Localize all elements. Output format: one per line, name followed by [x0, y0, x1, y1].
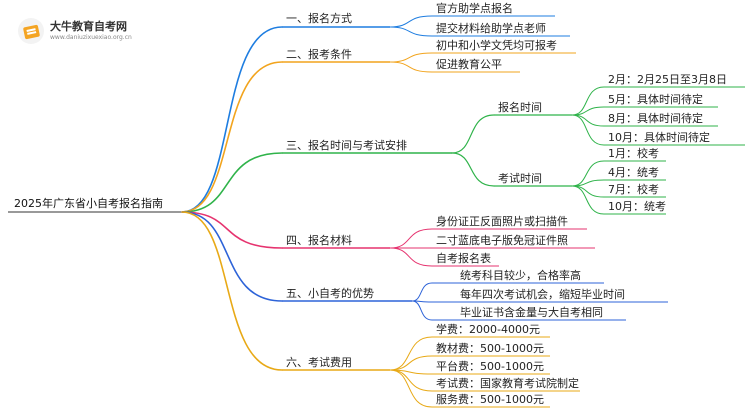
- branch-6-label: 六、考试费用: [286, 356, 352, 369]
- branch-2-item-2: 促进教育公平: [436, 58, 502, 71]
- branch-2-item-2-connector: [389, 61, 433, 73]
- branch-1-label: 一、报名方式: [286, 12, 352, 25]
- root-topic: 2025年广东省小自考报名指南: [14, 197, 163, 210]
- branch-4-item-3-connector: [389, 247, 433, 267]
- logo-badge: [18, 18, 44, 44]
- branch-6-item-2: 教材费：500-1000元: [436, 342, 544, 355]
- branch-3-sub-2-item-3-connector: [571, 185, 605, 198]
- branch-6-item-2-connector: [389, 355, 433, 371]
- branch-1-item-1-connector: [389, 15, 433, 28]
- branch-4-label: 四、报名材料: [286, 234, 352, 247]
- branch-6-connector: [181, 211, 283, 371]
- branch-3-sub-2-item-4: 10月：统考: [608, 200, 666, 213]
- branch-5-item-1-connector: [411, 282, 433, 302]
- branch-3-sub-2-item-4-connector: [571, 185, 605, 215]
- branch-3-sub-1-item-1: 2月：2月25日至3月8日: [608, 73, 727, 86]
- site-logo[interactable]: 大牛教育自考网 www.daniuzixuexiao.org.cn: [18, 16, 138, 48]
- branch-3-sub-1-item-1-connector: [571, 86, 605, 116]
- branch-1-item-1: 官方助学点报名: [436, 2, 513, 15]
- branch-5-item-3-connector: [411, 300, 433, 321]
- logo-title: 大牛教育自考网: [50, 20, 127, 33]
- branch-2-connector: [181, 61, 283, 213]
- branch-6-item-1: 学费：2000-4000元: [436, 323, 540, 336]
- branch-5-label: 五、小自考的优势: [286, 287, 374, 300]
- branch-5-item-3: 毕业证书含金量与大自考相同: [460, 306, 603, 319]
- branch-3-sub-1-connector: [451, 114, 495, 154]
- branch-1-connector: [181, 26, 283, 213]
- branch-3-sub-2-item-3: 7月：校考: [608, 183, 659, 196]
- branch-6-item-5-connector: [389, 369, 433, 408]
- branch-6-item-4-connector: [389, 369, 433, 392]
- branch-4-connector: [181, 211, 283, 249]
- branch-6-item-3: 平台费：500-1000元: [436, 360, 544, 373]
- branch-3-sub-1-item-3-connector: [571, 114, 605, 127]
- branch-2-item-1-connector: [389, 52, 433, 63]
- branch-3-label: 三、报名时间与考试安排: [286, 139, 407, 152]
- branch-3-sub-2-item-2: 4月：统考: [608, 166, 659, 179]
- branch-2-label: 二、报考条件: [286, 48, 352, 61]
- branch-6-item-4: 考试费：国家教育考试院制定: [436, 377, 579, 390]
- branch-3-sub-1: 报名时间: [498, 101, 542, 114]
- branch-6-item-1-connector: [389, 336, 433, 371]
- branch-3-sub-1-item-4: 10月：具体时间待定: [608, 131, 710, 144]
- branch-3-sub-1-item-2: 5月：具体时间待定: [608, 93, 703, 106]
- branch-3-connector: [181, 152, 283, 213]
- branch-6-item-5: 服务费：500-1000元: [436, 393, 544, 406]
- branch-2-item-1: 初中和小学文凭均可报考: [436, 39, 557, 52]
- branch-3-sub-2: 考试时间: [498, 172, 542, 185]
- branch-3-sub-1-item-4-connector: [571, 114, 605, 146]
- branch-5-item-1: 统考科目较少，合格率高: [460, 269, 581, 282]
- branch-3-sub-2-item-1: 1月：校考: [608, 147, 659, 160]
- branch-4-item-1-connector: [389, 228, 433, 249]
- branch-4-item-3: 自考报名表: [436, 252, 491, 265]
- branch-3-sub-2-item-1-connector: [571, 160, 605, 187]
- branch-1-item-2: 提交材料给助学点老师: [436, 22, 546, 35]
- branch-4-item-2: 二寸蓝底电子版免冠证件照: [436, 234, 568, 247]
- branch-1-item-2-connector: [389, 26, 433, 37]
- branch-3-sub-2-connector: [451, 152, 495, 187]
- logo-url: www.daniuzixuexiao.org.cn: [50, 34, 132, 41]
- branch-4-item-1: 身份证正反面照片或扫描件: [436, 215, 568, 228]
- branch-5-connector: [181, 211, 283, 302]
- branch-3-sub-1-item-3: 8月：具体时间待定: [608, 112, 703, 125]
- branch-5-item-2: 每年四次考试机会，缩短毕业时间: [460, 288, 625, 301]
